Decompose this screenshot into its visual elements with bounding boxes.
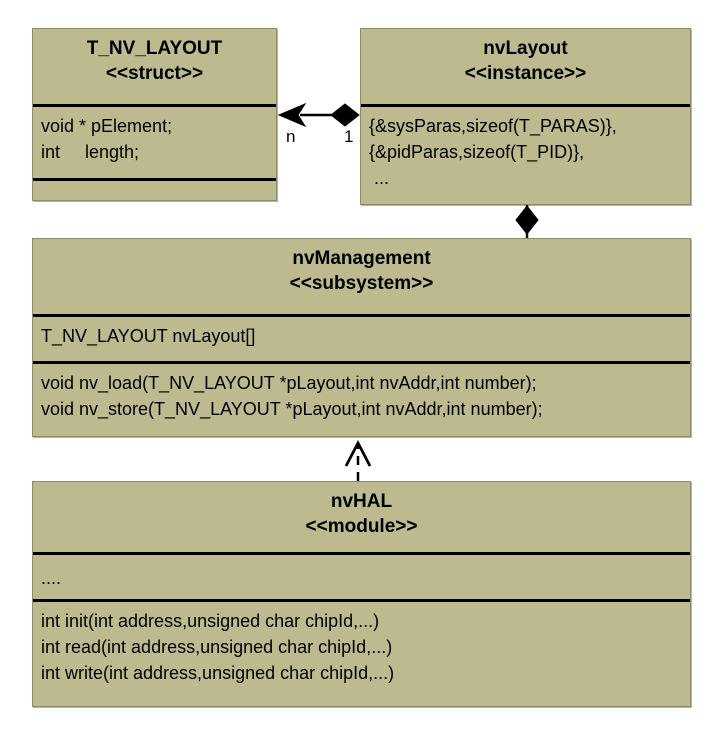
navigable-arrowhead-icon (277, 102, 307, 128)
class-stereotype-nv-layout: <<instance>> (464, 63, 587, 84)
class-header-nv-management: nvManagement <<subsystem>> (33, 239, 690, 314)
multiplicity-label-n: n (286, 127, 296, 146)
class-attributes-nv-layout: {&sysParas,sizeof(T_PARAS)}, {&pidParas,… (361, 104, 690, 203)
composition-diamond-icon (330, 103, 360, 127)
class-operations-nv-management: void nv_load(T_NV_LAYOUT *pLayout,int nv… (33, 361, 690, 438)
relationship-composition-layout[interactable] (277, 102, 360, 128)
class-attributes-nv-hal: .... (33, 552, 690, 599)
operation-row: int write(int address,unsigned char chip… (41, 663, 395, 683)
relationship-composition-management[interactable] (515, 205, 539, 238)
class-operations-nv-hal: int init(int address,unsigned char chipI… (33, 599, 690, 705)
class-box-nv-management[interactable]: nvManagement <<subsystem>> T_NV_LAYOUT n… (32, 238, 691, 437)
class-name-nv-layout: nvLayout (483, 38, 568, 59)
open-arrowhead-icon (344, 439, 372, 467)
class-attributes-t-nv-layout: void * pElement; int length; (33, 104, 276, 178)
class-header-t-nv-layout: T_NV_LAYOUT <<struct>> (33, 29, 276, 104)
class-operations-t-nv-layout (33, 178, 276, 349)
class-box-t-nv-layout[interactable]: T_NV_LAYOUT <<struct>> void * pElement; … (32, 28, 277, 201)
class-box-nv-layout[interactable]: nvLayout <<instance>> {&sysParas,sizeof(… (360, 28, 691, 205)
attribute-row: int length; (41, 142, 140, 162)
attribute-row: {&pidParas,sizeof(T_PID)}, (369, 142, 585, 162)
multiplicity-label-1: 1 (344, 127, 354, 146)
class-stereotype-nv-hal: <<module>> (305, 516, 418, 537)
class-stereotype-nv-management: <<subsystem>> (289, 273, 434, 294)
class-header-nv-hal: nvHAL <<module>> (33, 482, 690, 552)
class-header-nv-layout: nvLayout <<instance>> (361, 29, 690, 104)
class-name-nv-hal: nvHAL (330, 491, 393, 512)
operation-row: void nv_load(T_NV_LAYOUT *pLayout,int nv… (41, 373, 537, 393)
class-box-nv-hal[interactable]: nvHAL <<module>> .... int init(int addre… (32, 481, 691, 707)
attribute-row: void * pElement; (41, 116, 173, 136)
operation-row: int init(int address,unsigned char chipI… (41, 611, 380, 631)
class-attributes-nv-management: T_NV_LAYOUT nvLayout[] (33, 314, 690, 361)
attribute-row: T_NV_LAYOUT nvLayout[] (41, 326, 256, 346)
operation-row: int read(int address,unsigned char chipI… (41, 637, 393, 657)
operation-row: void nv_store(T_NV_LAYOUT *pLayout,int n… (41, 399, 543, 419)
attribute-row: .... (41, 568, 62, 588)
class-name-nv-management: nvManagement (292, 248, 431, 269)
class-name-t-nv-layout: T_NV_LAYOUT (86, 38, 223, 59)
class-stereotype-t-nv-layout: <<struct>> (105, 63, 204, 84)
relationship-realization-hal[interactable] (344, 439, 372, 481)
attribute-row: ... (369, 168, 390, 188)
composition-diamond-icon (515, 205, 539, 235)
attribute-row: {&sysParas,sizeof(T_PARAS)}, (369, 116, 617, 136)
